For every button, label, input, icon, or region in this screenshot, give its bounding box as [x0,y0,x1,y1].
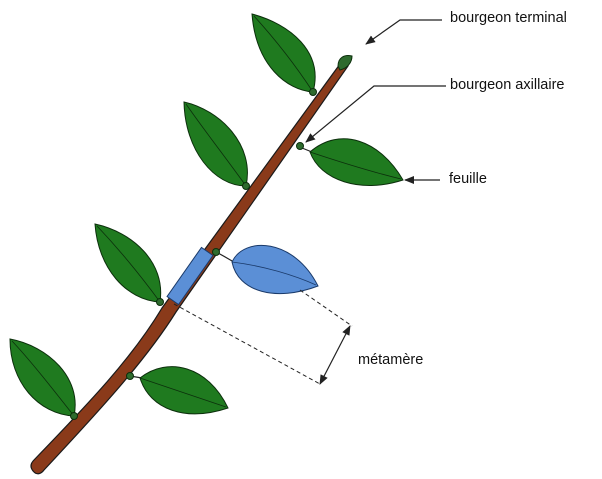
leaf-label: feuille [449,171,487,187]
axillary-bud [71,413,78,420]
axillary-bud [243,183,250,190]
leaf-middle-left [95,224,161,302]
terminal-bud-label: bourgeon terminal [450,10,567,26]
axillary-bud [213,249,220,256]
leaf-upper-right [302,139,403,186]
metamer-dashed-line [300,290,352,326]
leaf-upper-left [184,102,247,186]
metamer-segment [167,247,213,304]
axillary-bud-label: bourgeon axillaire [450,77,564,93]
metamer-dashed-line [174,304,320,384]
terminal-bud-arrow [366,20,442,44]
leaf-metamer [216,245,318,293]
axillary-bud [297,143,304,150]
metamer-label: métamère [358,352,423,368]
axillary-bud [157,299,164,306]
terminal-bud [338,55,352,70]
axillary-bud [127,373,134,380]
metamer-dimension-arrow [320,326,350,384]
leaf-top [252,14,315,92]
leaf-lower-left [10,339,75,416]
leaf-lower-right [130,367,228,414]
axillary-bud [310,89,317,96]
